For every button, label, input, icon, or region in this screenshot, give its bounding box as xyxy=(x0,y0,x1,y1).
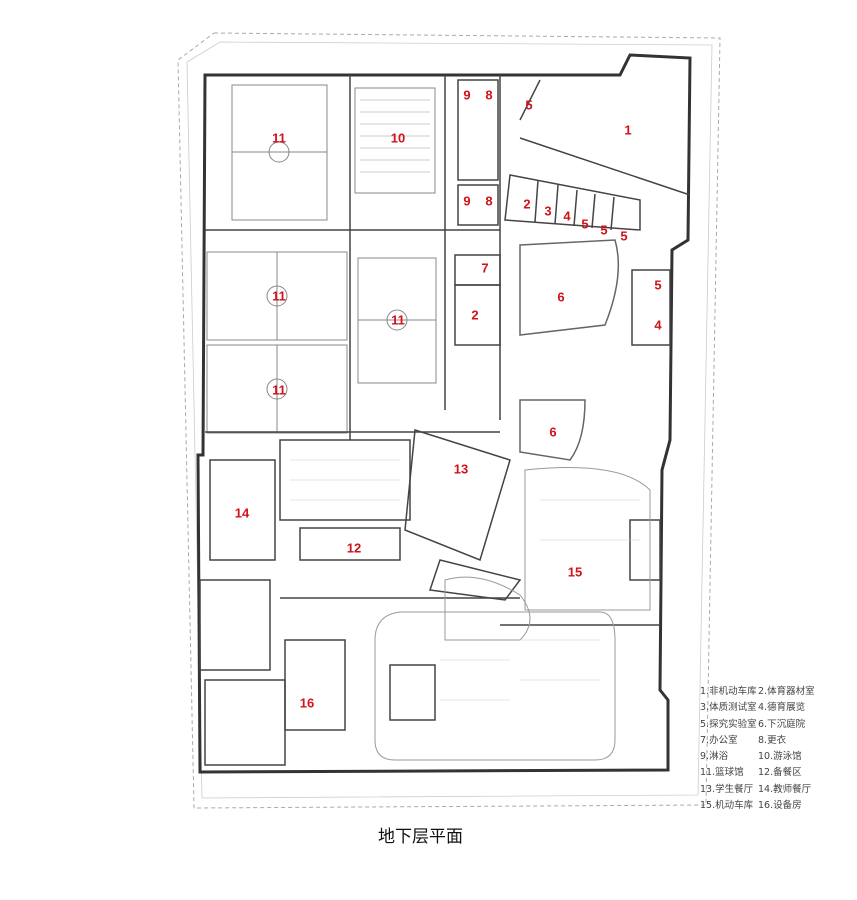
room-label-lab: 5 xyxy=(581,216,589,232)
room-label-basketball: 11 xyxy=(391,312,405,328)
room-label-fitness-test: 3 xyxy=(544,203,552,219)
legend-item: 3.体质测试室 xyxy=(700,702,757,714)
legend-item: 5.探究实验室 xyxy=(700,718,757,730)
room-label-sunken-court: 6 xyxy=(549,424,557,440)
legend-item: 1.非机动车库 xyxy=(700,686,757,697)
legend-item: 7.办公室 xyxy=(700,734,738,746)
room-label-equipment-room: 16 xyxy=(299,695,315,711)
room-label-lab: 5 xyxy=(654,277,662,293)
room-label-basketball: 11 xyxy=(272,288,286,304)
site-boundary xyxy=(177,32,721,809)
legend-item: 14.教师餐厅 xyxy=(758,783,812,795)
room-label-bike-garage: 1 xyxy=(624,122,632,138)
parking-ramps xyxy=(374,467,651,761)
legend-item: 11.篮球馆 xyxy=(700,767,744,779)
room-label-basketball: 11 xyxy=(272,382,286,398)
room-label-car-garage: 15 xyxy=(567,564,583,580)
room-label-exhibition: 4 xyxy=(654,317,662,333)
plan-title: 地下层平面 xyxy=(378,827,463,847)
room-label-equipment: 2 xyxy=(523,196,531,212)
legend-item: 13.学生餐厅 xyxy=(700,783,754,795)
legend-item: 15.机动车库 xyxy=(700,800,754,812)
room-label-lab: 5 xyxy=(620,228,628,244)
legend-item: 6.下沉庭院 xyxy=(758,718,806,730)
room-label-equipment: 2 xyxy=(471,307,479,323)
room-label-teacher-dining: 14 xyxy=(234,505,250,521)
room-label-exhibition: 4 xyxy=(563,208,571,224)
room-label-locker: 8 xyxy=(485,87,493,103)
room-label-basketball: 11 xyxy=(272,130,286,146)
courts xyxy=(206,84,437,434)
room-label-lab: 5 xyxy=(600,222,608,238)
room-label-student-dining: 13 xyxy=(453,461,469,477)
pool-lanes xyxy=(360,99,430,173)
room-label-office: 7 xyxy=(481,260,489,276)
legend-item: 10.游泳馆 xyxy=(758,751,802,763)
legend-item: 9.淋浴 xyxy=(700,751,729,763)
building-outline xyxy=(196,53,692,774)
interior-walls xyxy=(199,75,691,766)
site-boundary-inner xyxy=(186,41,713,799)
room-label-pool: 10 xyxy=(390,130,406,146)
legend-item: 2.体育器材室 xyxy=(758,686,815,697)
room-label-sunken-court: 6 xyxy=(557,289,565,305)
parking-stalls xyxy=(290,459,640,701)
room-label-pantry: 12 xyxy=(346,540,362,556)
legend-item: 4.德育展览 xyxy=(758,702,806,714)
room-label-locker: 8 xyxy=(485,193,493,209)
legend-item: 12.备餐区 xyxy=(758,767,802,779)
room-label-lab: 5 xyxy=(525,97,533,113)
room-label-shower: 9 xyxy=(463,193,471,209)
room-label-shower: 9 xyxy=(463,87,471,103)
legend-item: 8.更衣 xyxy=(758,734,787,746)
legend-item: 16.设备房 xyxy=(758,800,802,812)
